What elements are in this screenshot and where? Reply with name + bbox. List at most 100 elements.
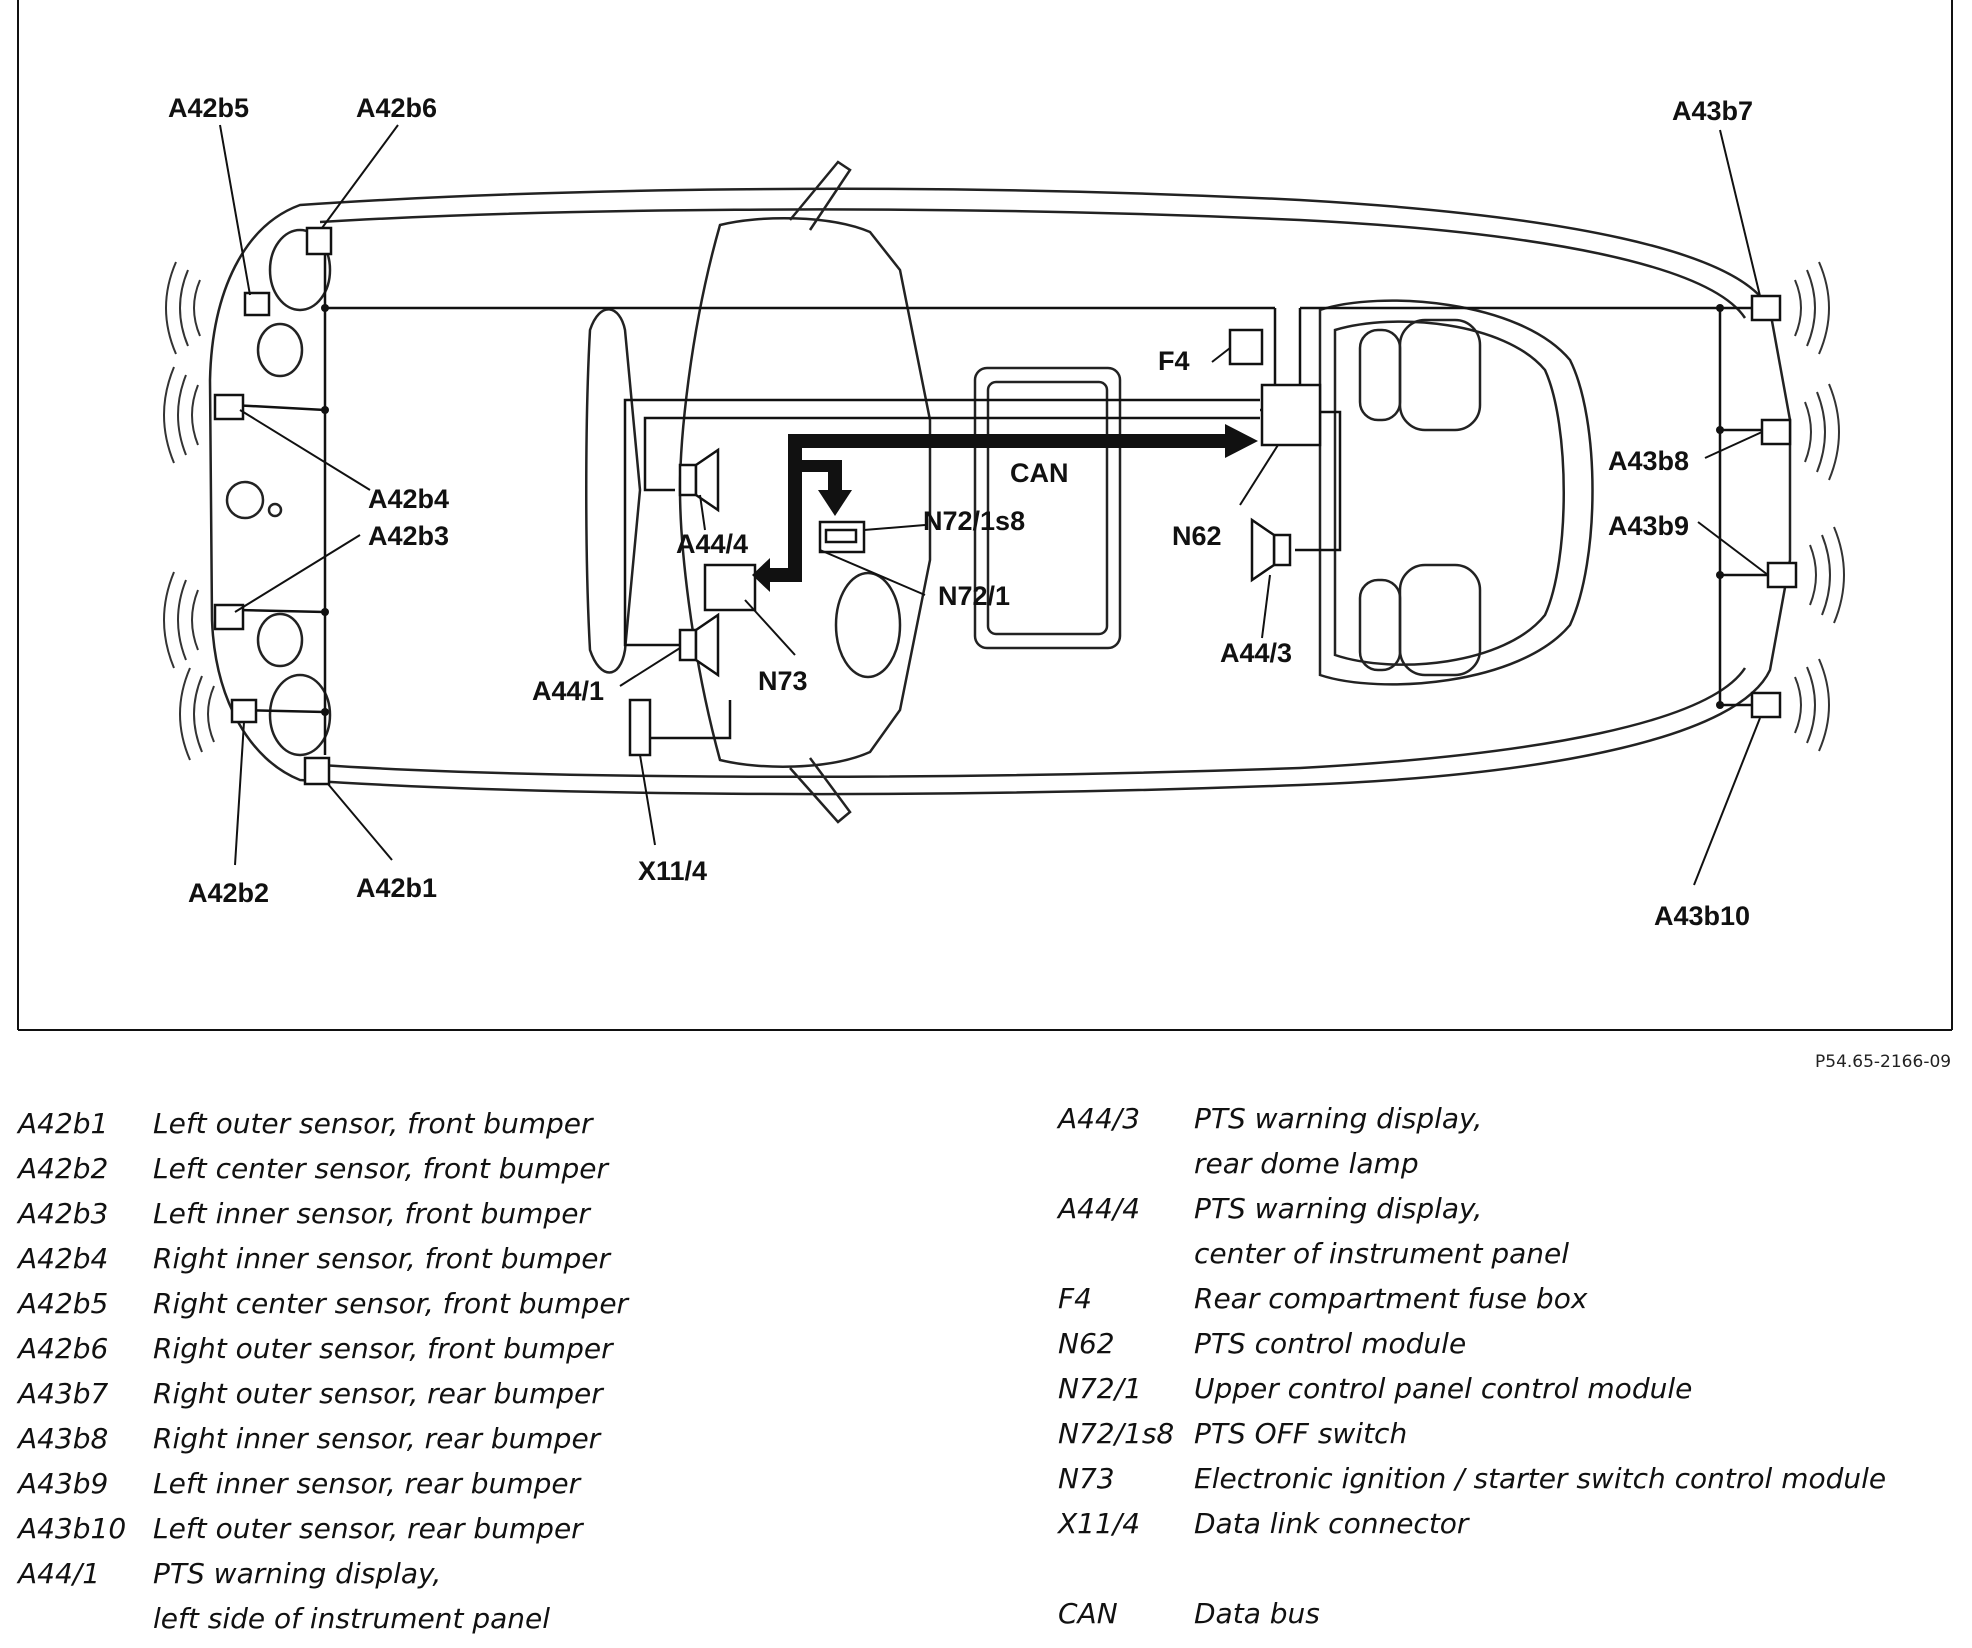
label-N73: N73 [758,666,808,696]
legend-row: A43b9 Left inner sensor, rear bumper [18,1467,918,1512]
legend-code: A42b6 [18,1332,109,1365]
legend-code: N72/1s8 [1058,1417,1175,1450]
display-A44-4 [678,447,720,513]
legend-row: N72/1 Upper control panel control module [1058,1372,1958,1417]
legend-description: PTS OFF switch [1194,1417,1408,1450]
sensor-A42b6 [305,226,333,256]
sensor-A43b7 [1750,294,1782,322]
legend-description: Left inner sensor, rear bumper [153,1467,581,1500]
legend-description: Right center sensor, front bumper [153,1287,629,1320]
legend-code: N72/1 [1058,1372,1142,1405]
sensor-A43b10 [1750,691,1782,719]
legend-code: CAN [1058,1597,1118,1630]
legend-description: Right outer sensor, front bumper [153,1332,613,1365]
legend-code: A42b3 [18,1197,109,1230]
legend-row: A42b3 Left inner sensor, front bumper [18,1197,918,1242]
connector-X11-4 [628,698,652,757]
legend-description: PTS control module [1194,1327,1467,1360]
legend-description: Right outer sensor, rear bumper [153,1377,603,1410]
legend-row: N72/1s8 PTS OFF switch [1058,1417,1958,1462]
legend-description: Left outer sensor, front bumper [153,1107,593,1140]
legend-description: Data bus [1194,1597,1320,1630]
legend-row [1058,1552,1958,1597]
legend-code: X11/4 [1058,1507,1141,1540]
component-labels: A42b5 A42b6 A43b7 F4 A43b8 A43b9 A42b4 A… [168,93,1753,931]
legend-code: A42b5 [18,1287,109,1320]
label-A42b3: A42b3 [368,521,449,551]
car-outline [208,160,1792,824]
label-A44-1: A44/1 [532,676,604,706]
legend-row: A44/3 PTS warning display, [1058,1102,1958,1147]
legend-description: Data link connector [1194,1507,1469,1540]
legend-description: Upper control panel control module [1194,1372,1693,1405]
legend-row: A43b10 Left outer sensor, rear bumper [18,1512,918,1557]
legend-code: A42b4 [18,1242,109,1275]
legend-row: X11/4 Data link connector [1058,1507,1958,1552]
label-A42b6: A42b6 [356,93,437,123]
legend-code: A43b8 [18,1422,109,1455]
legend-row: rear dome lamp [1058,1147,1958,1192]
module-F4 [1228,328,1264,366]
parking-system-diagram: A42b5 A42b6 A43b7 F4 A43b8 A43b9 A42b4 A… [17,0,1953,1031]
legend-row: A44/1 PTS warning display, [18,1557,918,1602]
legend-code: A44/3 [1058,1102,1141,1135]
module-N72-1s8 [824,528,858,544]
label-N62: N62 [1172,521,1222,551]
label-N72-1: N72/1 [938,581,1010,611]
sensor-A42b2 [230,698,258,724]
diagram-frame [17,0,1953,1031]
label-A43b7: A43b7 [1672,96,1753,126]
legend-description: PTS warning display, [1194,1192,1483,1225]
legend-description: Left inner sensor, front bumper [153,1197,590,1230]
legend-code: A42b1 [18,1107,109,1140]
legend-description: PTS warning display, [153,1557,442,1590]
warning-displays [678,447,1292,678]
label-X11-4: X11/4 [638,856,707,886]
legend-description: Electronic ignition / starter switch con… [1194,1462,1887,1495]
module-N62 [1260,383,1322,447]
label-A43b9: A43b9 [1608,511,1689,541]
sensor-signal-arcs [163,261,1845,761]
legend-row: N62 PTS control module [1058,1327,1958,1372]
label-N72-1s8: N72/1s8 [923,506,1025,536]
label-A42b2: A42b2 [188,878,269,908]
legend-row: A42b5 Right center sensor, front bumper [18,1287,918,1332]
sensor-A42b4 [213,393,245,421]
legend-code: A43b9 [18,1467,109,1500]
legend-description: rear dome lamp [1194,1147,1419,1180]
label-F4: F4 [1158,346,1190,376]
legend-code: F4 [1058,1282,1092,1315]
label-A44-4: A44/4 [676,529,748,559]
legend-description: Right inner sensor, rear bumper [153,1422,601,1455]
legend-code: A42b2 [18,1152,109,1185]
legend-code: A44/1 [18,1557,101,1590]
legend-description: Left outer sensor, rear bumper [153,1512,583,1545]
sensor-A42b1 [303,756,331,786]
label-A42b4: A42b4 [368,484,449,514]
wiring-junctions [321,304,1724,716]
leader-lines [219,124,1769,886]
legend-row: A42b1 Left outer sensor, front bumper [18,1107,918,1152]
front-sensor-wiring [231,245,1775,755]
legend-row: A42b2 Left center sensor, front bumper [18,1152,918,1197]
legend-row: left side of instrument panel [18,1602,918,1647]
label-A43b8: A43b8 [1608,446,1689,476]
legend-description: Left center sensor, front bumper [153,1152,608,1185]
can-bus [752,424,1258,592]
label-bus-CAN: CAN [1010,458,1069,488]
sensor-A42b5 [243,291,271,317]
legend-description: center of instrument panel [1194,1237,1570,1270]
label-A42b1: A42b1 [356,873,437,903]
legend-description: left side of instrument panel [153,1602,551,1635]
legend-description: PTS warning display, [1194,1102,1483,1135]
label-A42b5: A42b5 [168,93,249,123]
legend-code: N62 [1058,1327,1115,1360]
display-A44-3 [1250,517,1292,583]
legend-code: A43b10 [18,1512,127,1545]
